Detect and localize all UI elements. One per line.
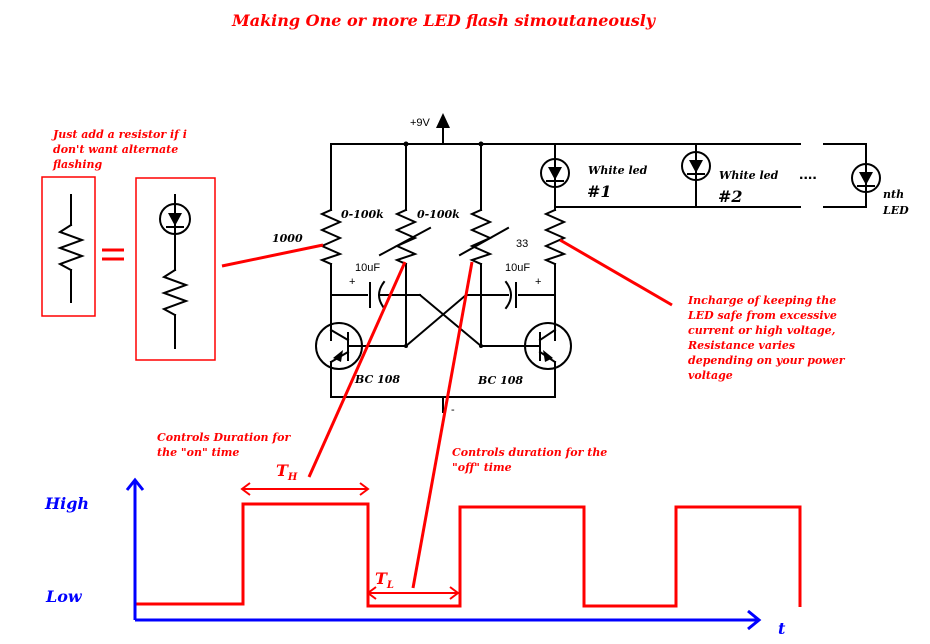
led-1-triangle <box>548 167 562 180</box>
led-1-body <box>540 158 570 188</box>
transistor-right-label: BC 108 <box>478 374 524 387</box>
transistor-left-label: BC 108 <box>355 373 401 386</box>
cap-left-label: 10uF <box>355 262 381 274</box>
resistor-1000 <box>319 208 343 266</box>
led-1-label: White led <box>588 164 648 177</box>
pointer-led-resistor <box>559 238 673 307</box>
transistor-right-emitter-arrow <box>543 350 553 362</box>
tl-arrow-right <box>449 586 460 600</box>
tl-arrow-left <box>366 586 377 600</box>
led-2-label: White led <box>719 169 779 182</box>
equiv-box-led <box>135 177 216 361</box>
note-on-time: Controls Duration for the "on" time <box>157 431 291 459</box>
th-label-main: T <box>276 461 288 480</box>
supply-label: +9V <box>410 117 430 129</box>
nth-led-branch <box>823 143 867 208</box>
th-arrow-right <box>359 482 370 496</box>
pot-wiper-right <box>458 226 510 257</box>
th-label: TH <box>276 461 297 483</box>
ground-label: - <box>451 404 455 416</box>
equiv-led-triangle <box>168 213 182 226</box>
junction-dot <box>403 141 409 147</box>
note-off-time: Controls duration for the "off" time <box>452 446 608 474</box>
pointer-off-time <box>411 261 474 589</box>
equiv-box-resistor <box>41 176 96 317</box>
junction-dot <box>479 344 483 348</box>
led-2-body <box>681 151 711 181</box>
pot-wiper-left <box>378 226 432 257</box>
waveform <box>136 502 802 608</box>
pot-left-label: 0-100k <box>341 208 384 221</box>
resistor-33-label: 33 <box>516 238 529 250</box>
cap-left-plus: + <box>349 276 356 288</box>
x-axis-arrow-icon <box>747 609 762 631</box>
tl-label-main: T <box>375 569 387 588</box>
equiv-resistor-symbol <box>57 223 85 272</box>
th-arrow-left <box>240 482 251 496</box>
resistor-33 <box>543 208 567 266</box>
equiv-resistor2-symbol <box>161 268 189 317</box>
pointer-on-time <box>307 261 407 478</box>
transistor-left-emitter-arrow <box>333 350 343 362</box>
led-2-triangle <box>689 160 703 173</box>
led-ellipsis: .... <box>799 166 817 183</box>
note-resistor-tip: Just add a resistor if i don't want alte… <box>53 128 187 171</box>
y-axis-arrow-icon <box>125 477 145 491</box>
x-label-t: t <box>778 619 786 638</box>
led-n-triangle <box>859 172 873 185</box>
pointer-1000 <box>221 243 324 268</box>
cap-right-label: 10uF <box>505 262 531 274</box>
y-label-high: High <box>45 494 90 513</box>
led-n-body <box>851 163 881 193</box>
cap-right-curve <box>504 280 512 310</box>
wire <box>329 328 350 342</box>
led-1-number: #1 <box>587 182 612 201</box>
junction-dot <box>404 344 408 348</box>
y-label-low: Low <box>46 587 82 606</box>
supply-arrow-icon <box>436 113 450 128</box>
led-n-sublabel: LED <box>883 204 909 217</box>
led-2-number: #2 <box>718 187 743 206</box>
tl-label: TL <box>375 569 394 591</box>
wire <box>538 328 557 342</box>
junction-dot <box>478 141 484 147</box>
cross-wire <box>404 293 468 348</box>
tl-label-sub: L <box>386 580 394 592</box>
pot-right-label: 0-100k <box>417 208 460 221</box>
page-title: Making One or more LED flash simoutaneou… <box>232 11 656 30</box>
potentiometer-right <box>469 208 493 266</box>
resistor-1000-label: 1000 <box>272 232 303 245</box>
cap-right-plus: + <box>535 276 542 288</box>
th-label-sub: H <box>287 472 298 484</box>
potentiometer-left <box>394 208 418 266</box>
note-led-resistor: Incharge of keeping the LED safe from ex… <box>688 294 845 382</box>
cross-wire <box>418 293 483 348</box>
led-n-label: nth <box>883 188 905 201</box>
